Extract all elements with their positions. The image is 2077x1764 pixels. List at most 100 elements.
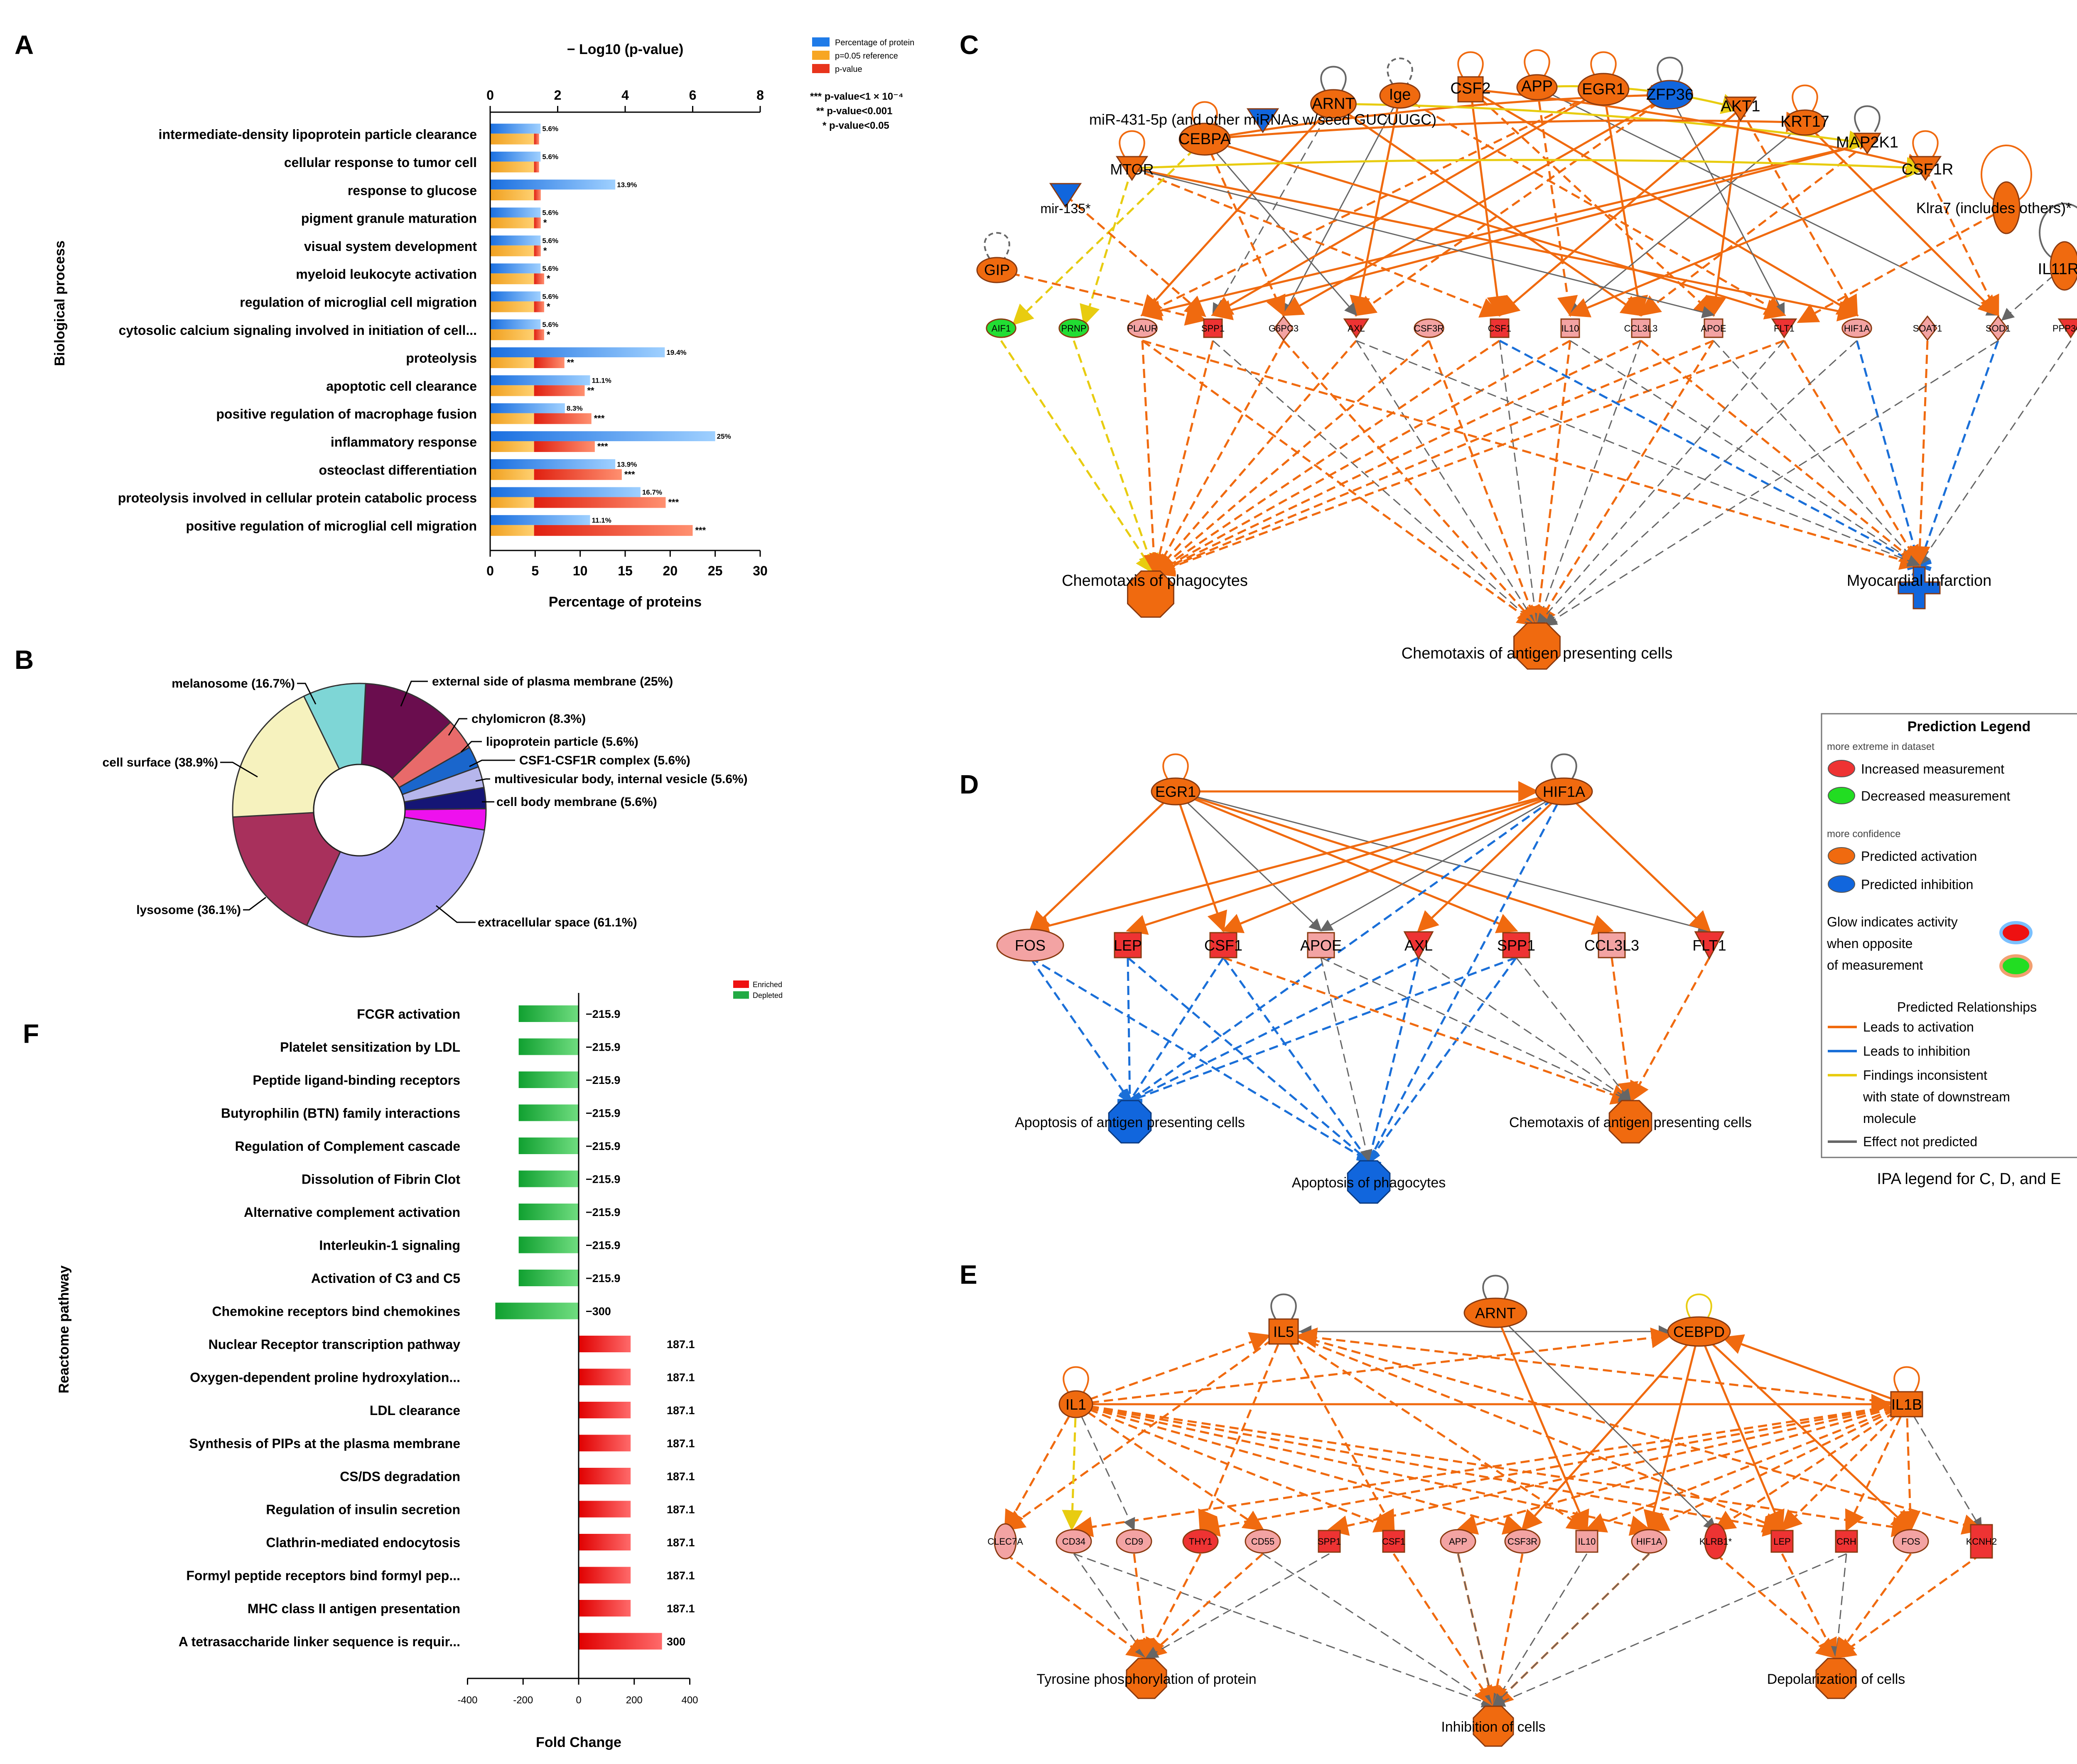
f-value-label: −215.9 bbox=[586, 1272, 620, 1285]
a-star-label: *** bbox=[624, 469, 635, 479]
node-il5 bbox=[1268, 1318, 1299, 1345]
f-bar-enriched bbox=[579, 1534, 631, 1550]
edge bbox=[1132, 167, 1715, 318]
edge bbox=[1012, 138, 1205, 326]
a-bar-percent bbox=[490, 235, 541, 246]
a-bar-reference bbox=[490, 217, 534, 228]
edge bbox=[1213, 340, 1538, 626]
node-arnt bbox=[1310, 89, 1357, 119]
edge bbox=[1283, 340, 1539, 627]
edge bbox=[1713, 340, 1920, 566]
node-hif1a bbox=[1631, 1529, 1667, 1554]
edge bbox=[1585, 1403, 1907, 1533]
node-hif1a bbox=[1841, 318, 1872, 338]
edge bbox=[1029, 791, 1176, 932]
legend-rel-inhibition: Leads to inhibition bbox=[1863, 1044, 1970, 1059]
b-label-lipoprotein: lipoprotein particle (5.6%) bbox=[486, 735, 638, 749]
edge bbox=[1320, 791, 1564, 931]
edge bbox=[1611, 957, 1638, 1103]
node-label: FLT1 bbox=[1692, 937, 1726, 954]
node-label: HIF1A bbox=[1543, 783, 1585, 800]
a-bar-percent bbox=[490, 179, 616, 190]
f-value-label: 187.1 bbox=[667, 1404, 695, 1417]
a-bar-reference bbox=[490, 273, 534, 285]
node-krt17 bbox=[1784, 109, 1826, 136]
edge bbox=[1456, 1403, 1907, 1535]
a-legend-swatch-orange bbox=[812, 51, 830, 60]
a-bar-pvalue bbox=[534, 273, 544, 285]
node-cebpd bbox=[1667, 1316, 1731, 1347]
a-percent-label: 16.7% bbox=[642, 489, 662, 496]
edge bbox=[1174, 791, 1228, 933]
edge bbox=[1223, 956, 1633, 1105]
node-label: CD9 bbox=[1125, 1536, 1143, 1547]
edge bbox=[1629, 957, 1711, 1103]
a-star-label: * bbox=[543, 246, 547, 256]
node-label: CRH bbox=[1836, 1536, 1856, 1547]
node-arnt bbox=[1463, 1297, 1527, 1328]
node-kcnh2 bbox=[1970, 1524, 1993, 1559]
node-aif1 bbox=[986, 318, 1016, 338]
node-label: miR-431-5p (and other miRNAs w/seed GUCU… bbox=[1089, 111, 1436, 128]
edge bbox=[1153, 339, 1642, 575]
a-percent-label: 5.6% bbox=[542, 321, 558, 329]
node-zfp36 bbox=[1647, 80, 1693, 110]
node-crh bbox=[1835, 1530, 1858, 1553]
b-label-extracellular: extracellular space (61.1%) bbox=[478, 916, 637, 929]
b-donut-hole bbox=[313, 764, 406, 857]
a-bar-reference bbox=[490, 497, 534, 508]
node-label: EGR1 bbox=[1582, 81, 1625, 98]
node-label: GIP bbox=[984, 261, 1010, 278]
node-label: CEBPA bbox=[1178, 130, 1231, 148]
a-category-label: proteolysis involved in cellular protein… bbox=[118, 491, 477, 506]
a-star-label: *** bbox=[695, 525, 706, 536]
f-category-label: LDL clearance bbox=[370, 1403, 460, 1418]
node-apopapc bbox=[1108, 1100, 1152, 1144]
a-category-label: osteoclast differentiation bbox=[319, 462, 477, 477]
a-star-label: * bbox=[543, 218, 547, 228]
panel-b-donut-chart: external side of plasma membrane (25%) c… bbox=[103, 675, 748, 938]
edge bbox=[1075, 1404, 1135, 1531]
f-value-label: 187.1 bbox=[667, 1371, 695, 1384]
edge bbox=[1029, 956, 1377, 1173]
edge bbox=[1062, 1404, 1083, 1531]
f-value-label: 187.1 bbox=[667, 1470, 695, 1483]
edge bbox=[1153, 339, 1571, 575]
a-category-label: cytosolic calcium signaling involved in … bbox=[119, 323, 477, 338]
edge bbox=[1835, 1553, 1912, 1660]
edge bbox=[1283, 1330, 1589, 1531]
a-y-axis-title: Biological process bbox=[52, 241, 68, 366]
node-label: APP bbox=[1521, 78, 1553, 95]
node-label: SOAT1 bbox=[1913, 323, 1942, 334]
node-label: KRT17 bbox=[1780, 113, 1829, 130]
node-label: KLRB1* bbox=[1699, 1536, 1732, 1547]
a-percent-label: 5.6% bbox=[542, 237, 558, 245]
edge bbox=[1127, 957, 1379, 1172]
a-bar-pvalue bbox=[534, 245, 541, 256]
edge bbox=[1537, 85, 1743, 114]
b-leader-mvb bbox=[475, 778, 490, 782]
node-tyrphos bbox=[1126, 1658, 1167, 1699]
a-category-label: regulation of microglial cell migration bbox=[240, 295, 477, 310]
node-label: APOE bbox=[1701, 323, 1726, 334]
b-label-cellsurface: cell surface (38.9%) bbox=[103, 756, 218, 769]
a-percent-label: 5.6% bbox=[542, 209, 558, 217]
edge bbox=[1153, 339, 1500, 575]
edge bbox=[1198, 1403, 1907, 1537]
edge bbox=[1536, 340, 1785, 626]
f-bar-depleted bbox=[518, 1170, 579, 1187]
a-top-tick-label: 2 bbox=[554, 88, 562, 103]
edge bbox=[1355, 340, 1538, 626]
a-star-label: ** bbox=[567, 357, 574, 368]
legend-box bbox=[1821, 713, 2077, 1158]
self-loop bbox=[1893, 1366, 1920, 1393]
f-value-label: 187.1 bbox=[667, 1338, 695, 1351]
edge bbox=[1356, 957, 1420, 1166]
a-bar-percent bbox=[490, 515, 590, 525]
a-bottom-tick-label: 10 bbox=[573, 563, 588, 578]
node-label: mir-135* bbox=[1041, 201, 1091, 216]
edge bbox=[1123, 956, 1517, 1113]
f-bar-depleted bbox=[518, 1104, 579, 1121]
edge bbox=[1715, 1553, 1838, 1659]
